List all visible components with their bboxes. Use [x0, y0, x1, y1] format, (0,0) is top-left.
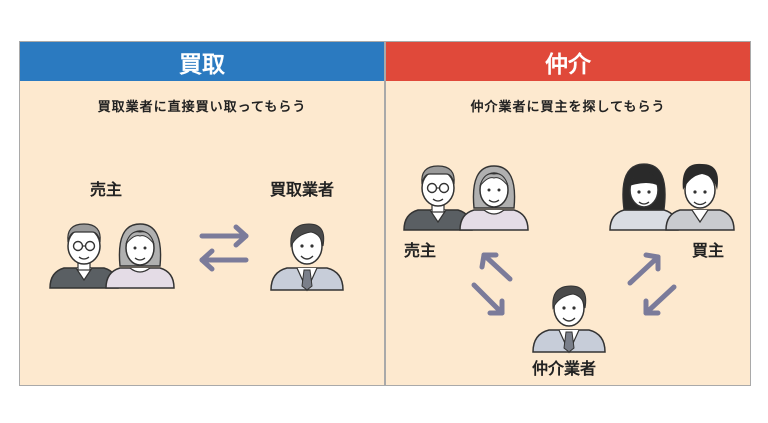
brokerage-subtitle: 仲介業者に買主を探してもらう — [470, 100, 666, 115]
seller-label: 売主 — [404, 241, 437, 260]
buyout-panel: 買取 買取業者に直接買い取ってもらう 売主 買取業者 — [19, 41, 385, 386]
seller-label: 売主 — [90, 180, 123, 199]
buyer-couple-illustration — [609, 163, 735, 231]
broker-agent-illustration — [532, 285, 606, 353]
buyout-header: 買取 — [20, 42, 384, 81]
exchange-arrows-icon — [199, 224, 249, 272]
seller-couple-illustration — [403, 165, 529, 231]
seller-couple-illustration — [49, 223, 175, 289]
broker-agent-label: 仲介業者 — [532, 359, 597, 378]
buyout-subtitle: 買取業者に直接買い取ってもらう — [97, 100, 307, 115]
brokerage-header: 仲介 — [386, 42, 750, 81]
seller-agent-arrows-icon — [471, 252, 513, 316]
buyer-agent-arrows-icon — [627, 252, 677, 316]
buyer-company-label: 買取業者 — [270, 180, 335, 199]
brokerage-panel: 仲介 仲介業者に買主を探してもらう 売主 買主 仲介業者 — [385, 41, 751, 386]
buyer-company-illustration — [270, 223, 344, 291]
buyer-label: 買主 — [692, 241, 725, 260]
brokerage-title: 仲介 — [545, 51, 591, 78]
buyout-title: 買取 — [179, 51, 225, 78]
